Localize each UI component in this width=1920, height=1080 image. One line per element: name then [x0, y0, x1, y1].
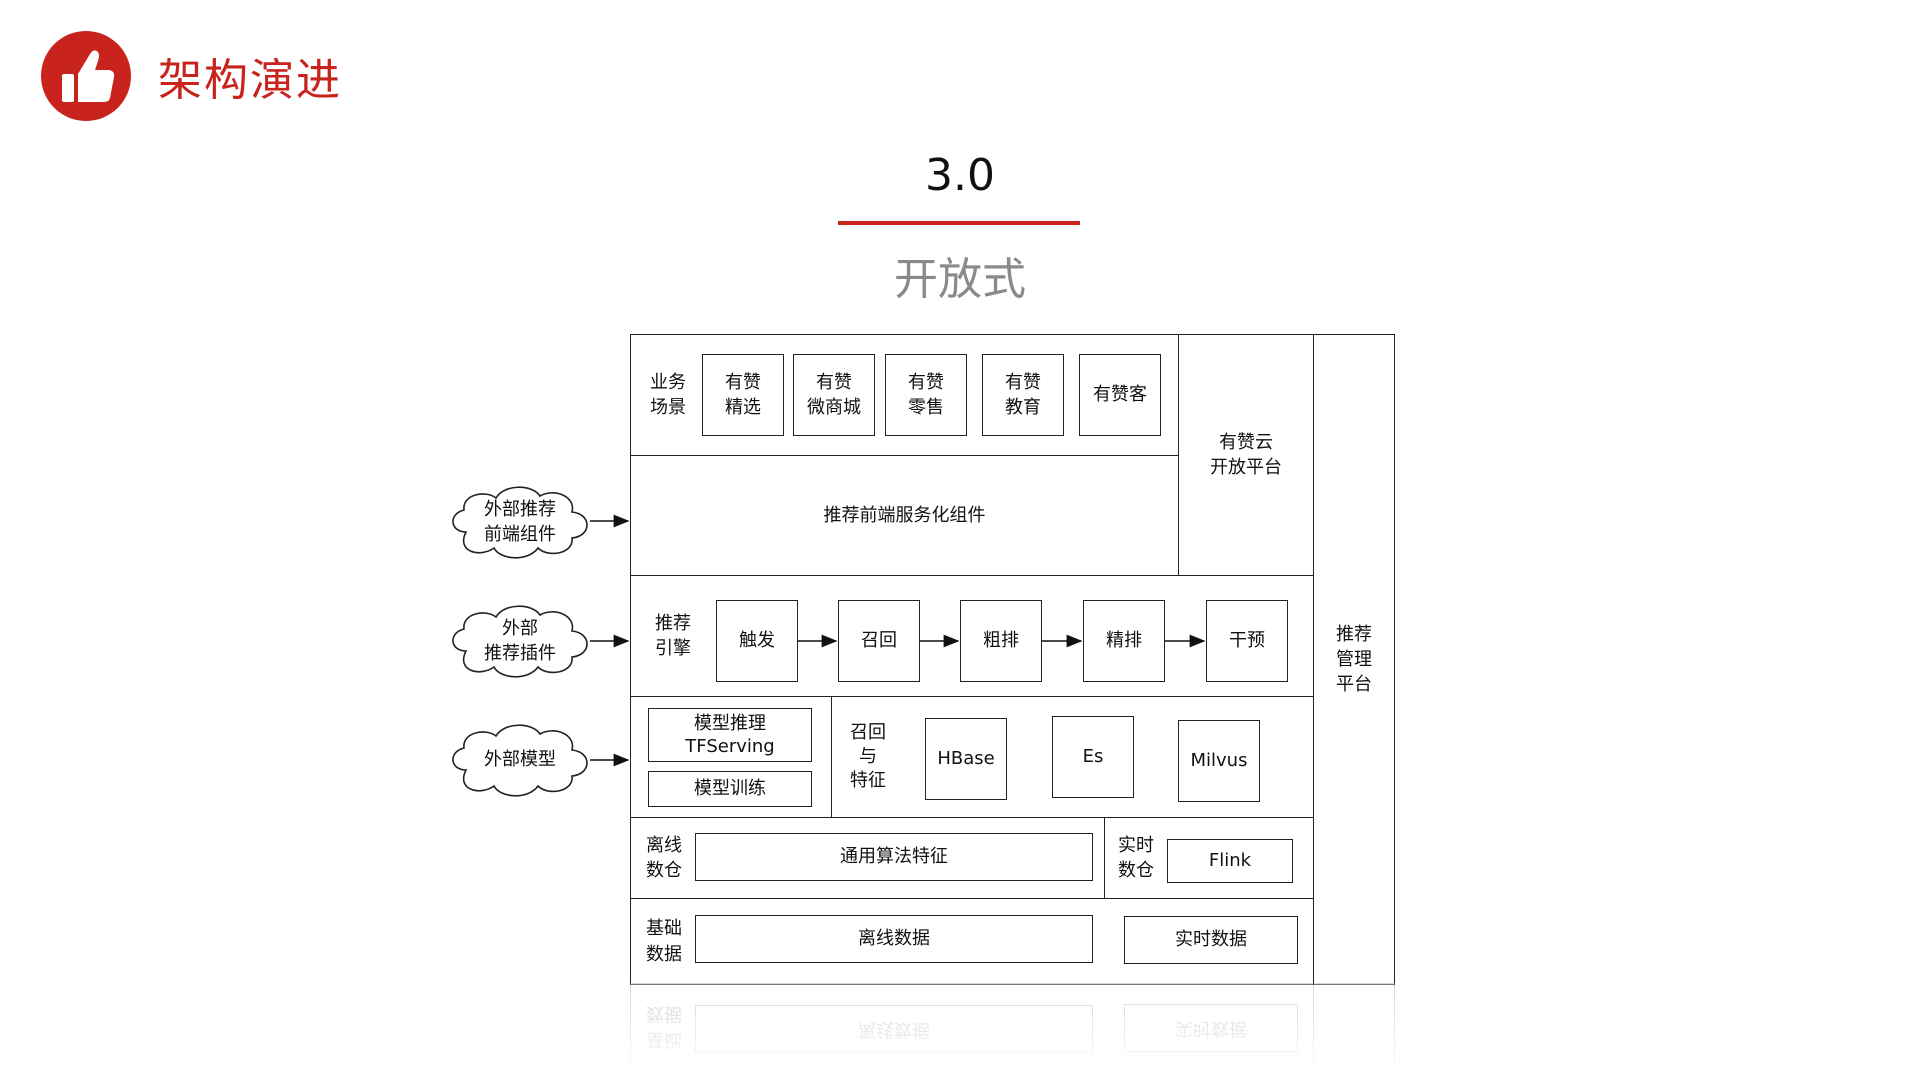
cloud-shape [452, 605, 588, 678]
offline-data-label: 离线数据 [858, 928, 930, 950]
engine-step [838, 600, 920, 682]
engine-step [1206, 600, 1288, 682]
offline-data-box [695, 915, 1093, 963]
management-platform-label: 推荐 管理 平台 [1336, 623, 1372, 696]
title-underline [838, 221, 1080, 225]
realtime-warehouse-label: 实时 数仓 [1118, 834, 1154, 881]
engine-label: 推荐 引擎 [655, 612, 691, 659]
store-label: HBase [937, 748, 995, 770]
external-frontend-label: 外部推荐 前端组件 [484, 498, 556, 545]
realtime-data-box [1124, 916, 1298, 964]
business-item-label: 有赞 零售 [908, 371, 944, 418]
realtime-data-label: 实时数据 [1175, 929, 1247, 951]
thumbs-up-icon [41, 31, 131, 121]
model-training-box [648, 771, 812, 807]
frontend-components-label: 推荐前端服务化组件 [823, 504, 986, 526]
model-inference-label: 模型推理 TFServing [685, 712, 775, 757]
page-title: 架构演进 [158, 55, 342, 106]
realtime-warehouse-content: Flink [1208, 850, 1252, 872]
engine-step [716, 600, 798, 682]
offline-warehouse-label: 离线 数仓 [646, 834, 682, 881]
engine-step-label: 精排 [1106, 630, 1142, 652]
recall-feature-label: 召回 与 特征 [850, 721, 886, 792]
external-plugin-label: 外部 推荐插件 [484, 617, 556, 664]
business-item [702, 354, 784, 436]
business-item-label: 有赞 教育 [1005, 371, 1041, 418]
realtime-warehouse-box [1167, 839, 1293, 883]
offline-warehouse-box [695, 833, 1093, 881]
cloud-shape [452, 486, 588, 559]
business-item-label: 有赞 微商城 [807, 371, 861, 418]
slide-subtitle: 开放式 [894, 254, 1026, 305]
model-training-label: 模型训练 [694, 778, 766, 800]
external-model-label: 外部模型 [484, 749, 556, 771]
management-platform-box [1313, 334, 1395, 985]
business-item [793, 354, 875, 436]
cloud-open-platform-label: 有赞云 开放平台 [1210, 431, 1282, 478]
business-item-label: 有赞客 [1093, 384, 1147, 406]
store-label: Es [1082, 746, 1104, 768]
business-item-label: 有赞 精选 [725, 371, 761, 418]
business-item [982, 354, 1064, 436]
store-label: Milvus [1190, 750, 1248, 772]
business-label: 业务 场景 [650, 371, 686, 418]
cloud-open-platform-box [1178, 334, 1314, 576]
engine-step-label: 干预 [1229, 630, 1265, 652]
store-box [1052, 716, 1134, 798]
model-inference-box [648, 708, 812, 762]
business-item [1079, 354, 1161, 436]
offline-warehouse-content: 通用算法特征 [840, 846, 948, 868]
base-data-label: 基础 数据 [646, 918, 682, 965]
engine-step-label: 触发 [739, 630, 775, 652]
store-box [1178, 720, 1260, 802]
engine-step [960, 600, 1042, 682]
cloud-shape [452, 724, 588, 797]
engine-step [1083, 600, 1165, 682]
engine-step-label: 粗排 [983, 630, 1019, 652]
version-heading: 3.0 [925, 150, 995, 201]
store-box [925, 718, 1007, 800]
business-item [885, 354, 967, 436]
engine-step-label: 召回 [861, 630, 897, 652]
